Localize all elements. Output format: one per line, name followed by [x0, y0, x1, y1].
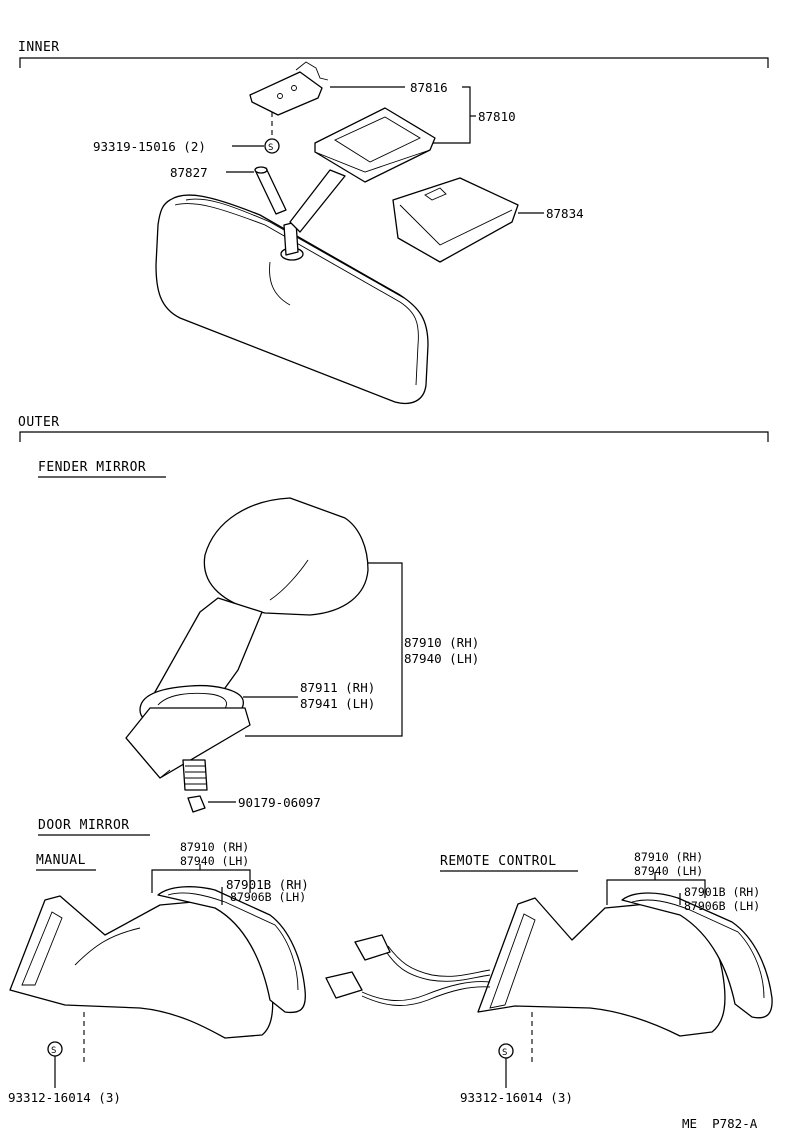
- remote-mirror-base-edge: [489, 913, 536, 1009]
- bracket-window: [334, 116, 421, 163]
- label-remote-93312: 93312-16014 (3): [460, 1090, 573, 1105]
- remote-door-mirror-assembly: S: [325, 892, 773, 1088]
- screw-symbol-s: S: [268, 143, 273, 153]
- base-edge: [125, 737, 171, 779]
- fender-mirror-head-line: [269, 559, 309, 601]
- screw-symbol-circle: [264, 138, 280, 154]
- fender-nut: [187, 795, 206, 813]
- bracket-edge: [314, 149, 431, 173]
- mount-plate-clip: [295, 61, 329, 81]
- label-fender-87911: 87911 (RH): [300, 680, 375, 695]
- remote-leader-87910: [606, 879, 706, 905]
- sleeve-top: [254, 166, 268, 174]
- mirror-rim-line-2: [185, 198, 405, 299]
- label-fender-87941: 87941 (LH): [300, 696, 375, 711]
- inner-mirror-assembly: S: [155, 61, 519, 405]
- manual-leader-87910: [151, 869, 251, 893]
- label-manual-87906b: 87906B (LH): [230, 890, 306, 904]
- section-inner-bracket: [19, 57, 769, 68]
- arm-cover-sleeve: [255, 167, 287, 215]
- label-fender-90179: 90179-06097: [238, 795, 321, 810]
- label-manual-87901b: 87901B (RH): [226, 877, 309, 892]
- label-87827: 87827: [170, 165, 208, 180]
- manual-housing-line: [74, 927, 141, 966]
- label-87834: 87834: [546, 206, 584, 221]
- manual-heading: MANUAL: [36, 853, 86, 868]
- label-remote-87910: 87910 (RH): [634, 850, 703, 864]
- fender-mirror-heading: FENDER MIRROR: [38, 460, 146, 475]
- remote-glass-rim: [631, 899, 765, 999]
- mount-cover-inner: [399, 204, 513, 246]
- label-93319: 93319-15016 (2): [93, 139, 206, 154]
- fender-stud: [182, 759, 208, 791]
- footer-code: ME P782-A: [682, 1116, 758, 1131]
- label-manual-93312: 93312-16014 (3): [8, 1090, 121, 1105]
- harness-wire-lower-2: [361, 986, 491, 1006]
- mount-cover: [392, 177, 519, 263]
- remote-screw-symbol-s: S: [502, 1048, 507, 1058]
- manual-mirror-glass: [157, 886, 306, 1014]
- section-outer-label: OUTER: [18, 415, 60, 430]
- label-fender-87910: 87910 (RH): [404, 635, 479, 650]
- manual-screw-symbol-s: S: [51, 1046, 56, 1056]
- leader-87910-bracket: [245, 562, 403, 737]
- harness-wire-upper: [384, 949, 491, 982]
- label-manual-87940: 87940 (LH): [180, 854, 249, 868]
- mirror-rim-line: [174, 203, 419, 386]
- harness-wire-upper-2: [387, 945, 491, 977]
- label-remote-87940: 87940 (LH): [634, 864, 703, 878]
- label-87810: 87810: [478, 109, 516, 124]
- remote-control-heading: REMOTE CONTROL: [440, 854, 557, 869]
- manual-glass-rim: [167, 892, 299, 991]
- harness-connector-upper: [354, 934, 391, 961]
- fender-mirror-stay: [154, 597, 263, 696]
- plate-hole-1: [277, 93, 283, 99]
- remote-mirror-glass: [621, 892, 773, 1019]
- plate-hole-2: [291, 85, 297, 91]
- mirror-arm: [289, 169, 346, 233]
- rear-view-mirror-body: [155, 194, 429, 405]
- label-remote-87901b: 87901B (RH): [684, 885, 760, 899]
- fender-mirror-head: [203, 497, 369, 616]
- stud-thread: [185, 765, 206, 785]
- section-inner-label: INNER: [18, 40, 60, 55]
- door-mirror-heading: DOOR MIRROR: [38, 818, 130, 833]
- manual-mirror-base-edge: [21, 911, 63, 986]
- mount-cover-tab: [424, 187, 447, 201]
- label-fender-87940: 87940 (LH): [404, 651, 479, 666]
- label-remote-87906b: 87906B (LH): [684, 899, 760, 913]
- fender-mirror-assembly: [125, 497, 369, 813]
- section-outer-bracket: [19, 431, 769, 442]
- manual-door-mirror-assembly: S: [9, 886, 306, 1088]
- label-manual-87910: 87910 (RH): [180, 840, 249, 854]
- label-87816: 87816: [410, 80, 448, 95]
- harness-connector-lower: [325, 971, 363, 999]
- harness-wire-lower: [361, 981, 491, 1001]
- leader-87810-bracket: [433, 86, 471, 144]
- mount-plate: [249, 71, 323, 116]
- mirror-glare-line: [269, 261, 291, 306]
